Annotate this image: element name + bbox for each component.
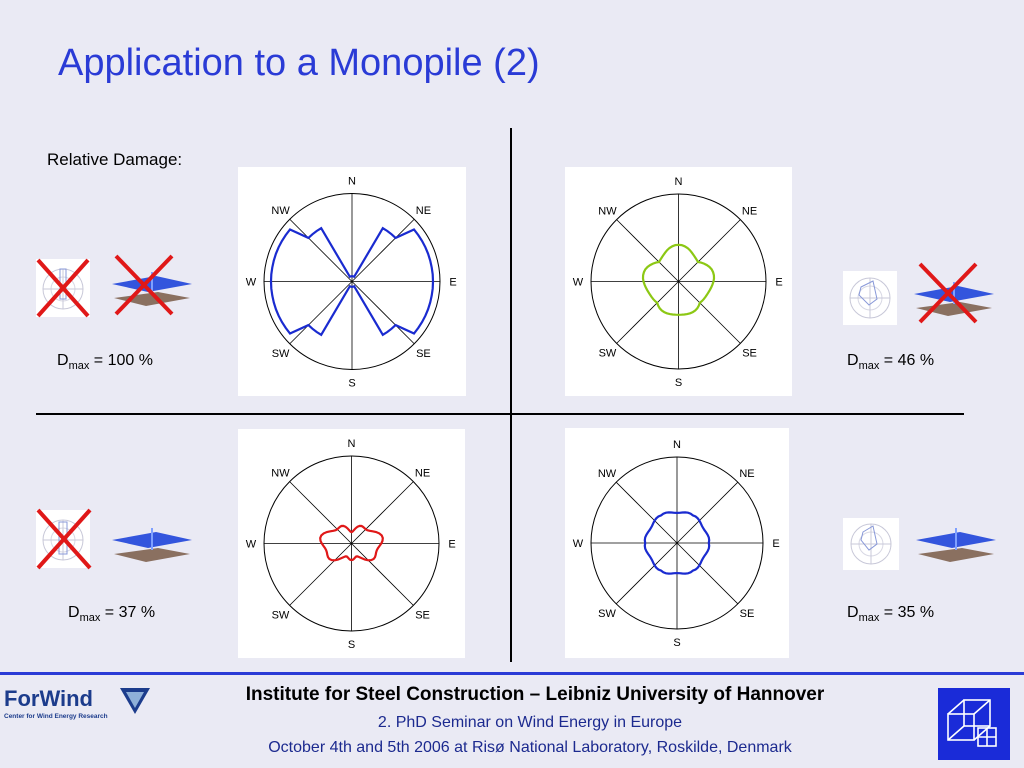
surface-plot-bottom-right [916, 528, 996, 562]
compass-label-ne: NE [739, 468, 754, 480]
cross-icon [36, 258, 90, 318]
compass-label-w: W [246, 539, 257, 551]
horizontal-divider [36, 413, 964, 415]
compass-label-n: N [348, 438, 356, 450]
wind-rose-chart: N NE E SE S SW W NW [246, 176, 457, 390]
rose-spoke [676, 481, 739, 544]
damage-curve [319, 524, 384, 562]
rose-spoke [676, 542, 739, 605]
relative-damage-label: Relative Damage: [47, 150, 183, 169]
rose-spoke [289, 481, 352, 544]
compass-label-sw: SW [272, 348, 290, 360]
compass-label-ne: NE [742, 205, 757, 217]
seminar-title: 2. PhD Seminar on Wind Energy in Europe [377, 714, 683, 731]
rose-spoke [351, 281, 415, 345]
compass-label-sw: SW [272, 610, 290, 622]
compass-label-n: N [673, 439, 681, 451]
rose-spoke [351, 543, 414, 606]
forwind-logo: ForWind Center for Wind Energy Research [4, 686, 150, 720]
compass-label-sw: SW [598, 608, 616, 620]
compass-label-n: N [348, 176, 356, 188]
compass-label-s: S [675, 377, 682, 389]
compass-label-w: W [573, 538, 584, 550]
compass-label-se: SE [415, 610, 430, 622]
rose-spoke [289, 218, 353, 282]
dmax-label-bottom-left: Dmax = 37 % [68, 604, 156, 625]
compass-label-se: SE [742, 348, 757, 360]
compass-label-ne: NE [416, 205, 431, 217]
wind-rose-chart: N NE E SE S SW W NW [573, 439, 780, 649]
forwind-logo-name: ForWind [4, 686, 93, 711]
compass-label-n: N [675, 176, 683, 188]
rose-spoke [615, 542, 678, 605]
compass-label-s: S [348, 639, 355, 651]
rose-spoke [678, 281, 741, 344]
rose-spoke [351, 218, 415, 282]
rose-panel-top-left: N NE E SE S SW W NW [238, 167, 466, 396]
rose-spoke [351, 481, 414, 544]
compass-label-s: S [348, 378, 355, 390]
forwind-logo-subtitle: Center for Wind Energy Research [4, 713, 108, 720]
surface-plot-bottom-left [112, 528, 192, 562]
compass-label-e: E [449, 277, 456, 289]
rose-panel-top-right: N NE E SE S SW W NW [565, 167, 792, 396]
compass-label-sw: SW [599, 348, 617, 360]
compass-label-w: W [246, 277, 257, 289]
rose-panel-bottom-left: N NE E SE S SW W NW [238, 429, 465, 658]
rose-spoke [615, 481, 678, 544]
compass-label-e: E [772, 538, 779, 550]
compass-label-e: E [448, 539, 455, 551]
thumb-rose-bottom-right [843, 518, 899, 570]
rose-spoke [616, 281, 679, 344]
compass-label-ne: NE [415, 467, 430, 479]
damage-curve [269, 226, 435, 337]
wind-rose-chart: N NE E SE S SW W NW [573, 176, 783, 389]
footer-divider [0, 672, 1024, 675]
thumb-rose-top-right [843, 271, 897, 325]
institute-name: Institute for Steel Construction – Leibn… [245, 684, 825, 705]
dmax-label-top-left: Dmax = 100 % [57, 352, 153, 373]
rose-panel-bottom-right: N NE E SE S SW W NW [565, 428, 789, 658]
dmax-label-bottom-right: Dmax = 35 % [847, 604, 935, 625]
rose-spoke [616, 219, 679, 282]
compass-label-se: SE [416, 348, 431, 360]
compass-label-s: S [673, 637, 680, 649]
compass-label-nw: NW [598, 468, 617, 480]
seminar-dates: October 4th and 5th 2006 at Risø Nationa… [268, 739, 792, 756]
cross-icon [36, 508, 92, 570]
university-logo [938, 688, 1010, 760]
compass-label-w: W [573, 277, 584, 289]
cross-icon [918, 262, 978, 324]
compass-label-nw: NW [271, 205, 290, 217]
rose-spoke [678, 219, 741, 282]
damage-curve [643, 511, 711, 575]
vertical-divider [510, 128, 512, 662]
compass-label-se: SE [740, 608, 755, 620]
dmax-label-top-right: Dmax = 46 % [847, 352, 935, 373]
wind-rose-chart: N NE E SE S SW W NW [246, 438, 456, 651]
compass-label-nw: NW [271, 467, 290, 479]
slide-title: Application to a Monopile (2) [58, 42, 540, 84]
compass-label-nw: NW [598, 205, 617, 217]
damage-curve [641, 243, 716, 316]
compass-label-e: E [775, 277, 782, 289]
cross-icon [114, 254, 174, 316]
rose-spoke [289, 281, 353, 345]
rose-spoke [289, 543, 352, 606]
